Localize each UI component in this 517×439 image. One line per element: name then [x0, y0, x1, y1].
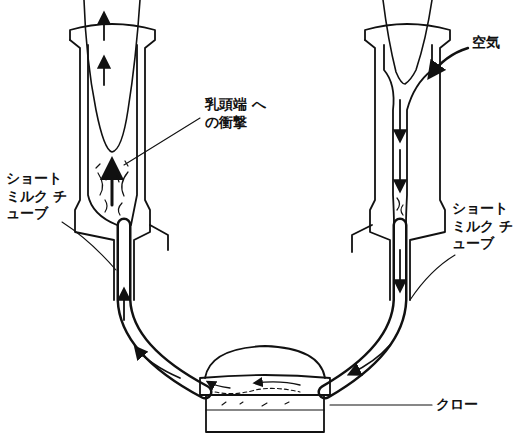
air-label: 空気 — [472, 34, 512, 52]
tube-label: ショート ミルク チューブ — [452, 200, 514, 253]
tube-label: ショート ミルク チューブ — [6, 170, 68, 223]
impact-label: 乳頭端 への衝撃 — [205, 96, 269, 131]
claw-label: クロー — [436, 396, 496, 414]
